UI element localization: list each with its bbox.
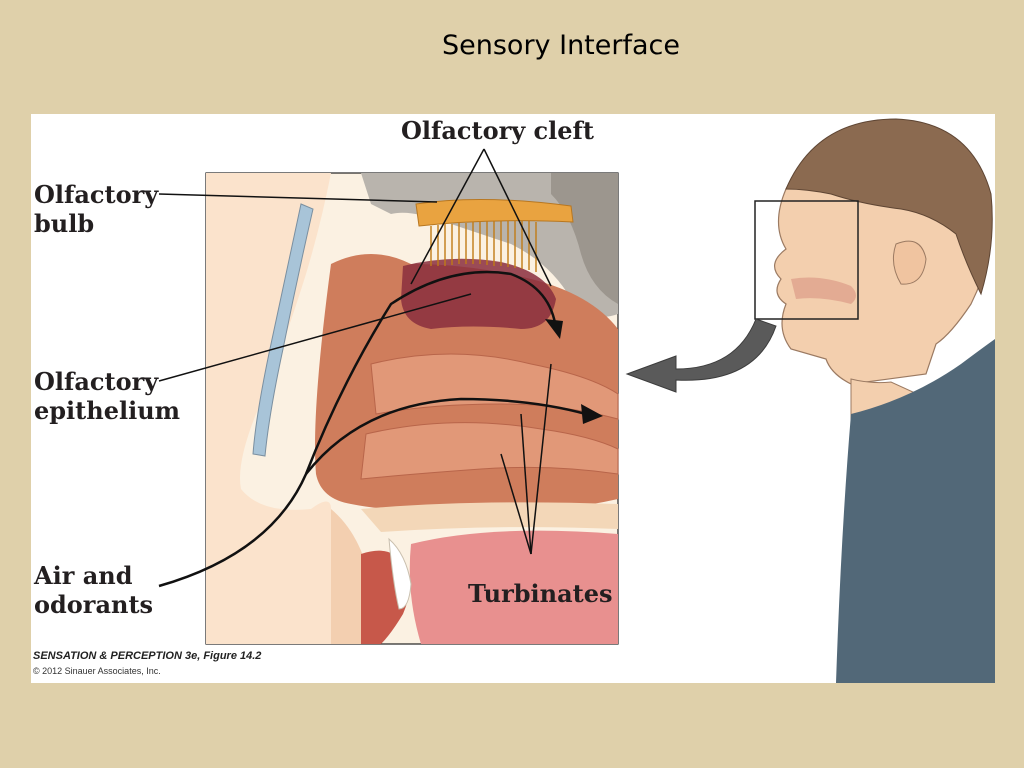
turbinate-leader-2 — [520, 413, 532, 555]
tongue — [409, 530, 618, 644]
airflow-upper-arrowhead — [545, 319, 563, 339]
head-profile — [754, 118, 995, 683]
nasal-cavity-illustration — [158, 118, 995, 683]
ear — [892, 240, 927, 285]
airflow-lower-path — [305, 397, 587, 475]
pointer-arrow — [625, 318, 777, 393]
inner-nasal-hint — [791, 277, 856, 304]
airflow-arrows — [158, 270, 587, 588]
nasal-bone — [252, 203, 314, 457]
label-olfactory-epithelium: Olfactory epithelium — [34, 367, 181, 425]
slide-title-text: Sensory Interface — [442, 30, 680, 61]
figure-panel: Olfactory cleft Olfactory bulb Olfactory… — [31, 114, 995, 683]
turbinate-lower — [360, 422, 619, 480]
airflow-upper-path — [158, 270, 558, 588]
zoom-box — [754, 200, 859, 320]
receptor-fibers — [430, 221, 537, 272]
airflow-lower-arrowhead — [581, 404, 603, 424]
palate — [361, 502, 618, 532]
olfactory-bulb-shape — [415, 198, 574, 227]
bulb-leader — [158, 193, 438, 203]
label-olfactory-bulb: Olfactory bulb — [34, 180, 159, 238]
label-turbinates: Turbinates — [468, 579, 613, 608]
label-air-and-odorants: Air and odorants — [34, 561, 154, 619]
tooth — [388, 537, 412, 610]
shirt — [836, 339, 995, 683]
label-olfactory-cleft: Olfactory cleft — [401, 116, 594, 145]
cleft-leader-left — [410, 148, 485, 285]
hair — [785, 118, 993, 296]
turbinate-leader-3 — [530, 363, 552, 555]
nose-skin — [206, 173, 331, 644]
turbinate-leader-1 — [500, 453, 532, 555]
copyright-notice: © 2012 Sinauer Associates, Inc. — [33, 666, 161, 676]
slide-title: Sensory Interface — [0, 30, 1024, 61]
epithelium-leader — [158, 293, 472, 382]
figure-credit: SENSATION & PERCEPTION 3e, Figure 14.2 — [33, 650, 262, 662]
cleft-leader-right — [483, 148, 552, 287]
leader-lines — [158, 148, 552, 555]
